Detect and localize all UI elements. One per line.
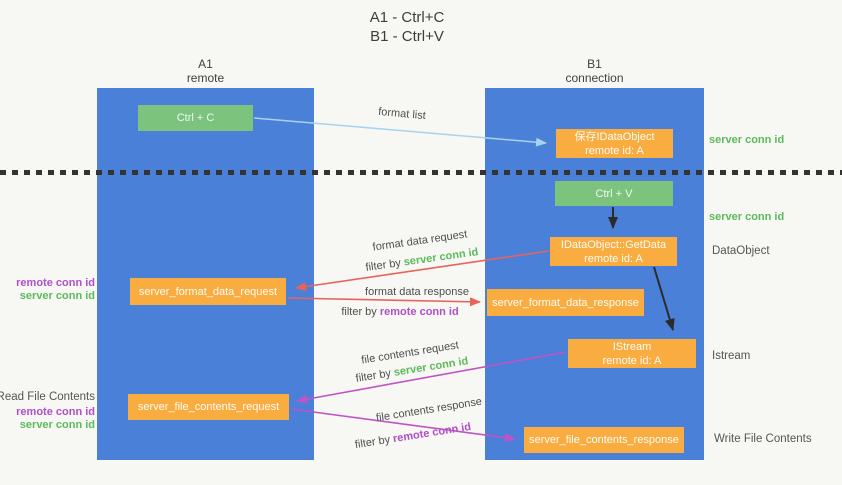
getdata-line1: IDataObject::GetData	[560, 238, 667, 251]
lifeline-b1-subtitle: connection	[565, 71, 624, 85]
left-server-conn-id-1: server conn id	[19, 290, 95, 302]
node-server-format-data-response: server_format_data_response	[487, 289, 644, 316]
filter-by-text: filter by	[341, 306, 380, 318]
istream-line1: IStream	[612, 340, 652, 353]
format-request-label: server_format_data_request	[138, 285, 278, 298]
file-contents-request-arrow	[296, 351, 567, 404]
write-file-contents-label: Write File Contents	[714, 433, 812, 445]
left-label-group-2: Read File Contents remote conn id server…	[0, 391, 95, 432]
lifeline-header-a1: A1 remote	[97, 57, 314, 85]
node-server-format-data-request: server_format_data_request	[130, 278, 286, 305]
diagram-title: A1 - Ctrl+C B1 - Ctrl+V	[307, 8, 507, 46]
getdata-to-istream-arrow	[653, 266, 675, 331]
ctrl-v-label: Ctrl + V	[595, 187, 633, 200]
file-response-label: server_file_contents_response	[529, 434, 679, 446]
title-line-a1: A1 - Ctrl+C	[369, 9, 445, 26]
save-idataobject-line1: 保存IDataObject	[574, 130, 655, 143]
file-contents-response-arrow	[290, 408, 516, 443]
title-line-b1: B1 - Ctrl+V	[370, 28, 444, 45]
right-server-conn-id-1: server conn id	[709, 134, 785, 146]
format-response-label: server_format_data_response	[492, 296, 639, 309]
format-data-response-arrow	[287, 297, 481, 307]
left-remote-conn-id-1: remote conn id	[16, 277, 95, 289]
dataobject-label: DataObject	[712, 245, 770, 257]
getdata-line2: remote id: A	[584, 252, 643, 265]
node-server-file-contents-request: server_file_contents_request	[128, 394, 289, 420]
left-server-conn-id-2: server conn id	[19, 419, 95, 431]
lifeline-header-b1: B1 connection	[485, 57, 704, 85]
read-file-contents-label: Read File Contents	[0, 391, 95, 403]
file-request-label: server_file_contents_request	[137, 401, 280, 413]
node-server-file-contents-response: server_file_contents_response	[524, 427, 684, 453]
node-istream: IStream remote id: A	[568, 339, 696, 368]
ctrl-c-label: Ctrl + C	[176, 112, 215, 124]
format-list-arrow	[253, 117, 547, 147]
right-server-conn-id-2: server conn id	[709, 211, 785, 223]
node-ctrl-c: Ctrl + C	[138, 105, 253, 131]
istream-side-label: Istream	[712, 350, 751, 362]
format-data-response-label: format data response	[365, 286, 469, 298]
left-remote-conn-id-2: remote conn id	[16, 406, 95, 418]
node-idataobject-getdata: IDataObject::GetData remote id: A	[550, 237, 677, 266]
istream-line2: remote id: A	[602, 354, 662, 367]
lifeline-b1-name: B1	[587, 57, 602, 71]
left-conn-id-group-1: remote conn id server conn id	[16, 277, 95, 303]
lifeline-a1-name: A1	[198, 57, 213, 71]
filter-by-remote-conn-id-label-1: filter by remote conn id	[341, 306, 458, 318]
remote-conn-id-text: remote conn id	[379, 306, 459, 318]
save-idataobject-line2: remote id: A	[585, 144, 644, 157]
node-save-idataobject: 保存IDataObject remote id: A	[556, 129, 673, 158]
dotted-separator-line	[0, 170, 842, 175]
lifeline-a1-subtitle: remote	[186, 71, 225, 85]
format-data-request-arrow	[295, 250, 550, 292]
node-ctrl-v: Ctrl + V	[555, 181, 673, 206]
